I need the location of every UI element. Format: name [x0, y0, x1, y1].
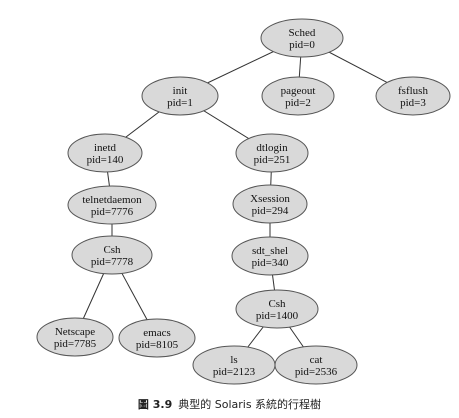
node-name-sdtshel: sdt_shel	[252, 245, 288, 257]
node-pid-telnetdaemon: pid=7776	[91, 206, 134, 218]
node-ellipse-sched	[260, 18, 344, 58]
node-name-cat: cat	[310, 354, 323, 366]
figure-caption-text: 典型的 Solaris 系統的行程樹	[178, 398, 322, 411]
node-name-ls: ls	[230, 354, 237, 366]
node-name-csh1: Csh	[103, 244, 121, 256]
node-pid-pageout: pid=2	[285, 97, 311, 109]
node-name-xsession: Xsession	[250, 193, 290, 205]
node-pid-init: pid=1	[167, 97, 193, 109]
node-pid-inetd: pid=140	[87, 154, 124, 166]
node-pid-csh1: pid=7778	[91, 256, 134, 268]
node-pid-netscape: pid=7785	[54, 338, 97, 350]
node-name-fsflush: fsflush	[398, 85, 428, 97]
node-ellipse-inetd	[67, 133, 143, 173]
node-name-dtlogin: dtlogin	[256, 142, 288, 154]
node-ellipse-telnetdaemon	[67, 185, 157, 225]
node-ellipse-pageout	[261, 76, 335, 116]
node-name-netscape: Netscape	[55, 326, 95, 338]
tree-nodes: Schedpid=0initpid=1pageoutpid=2fsflushpi…	[36, 18, 451, 385]
node-ellipse-sdtshel	[231, 236, 309, 276]
node-pid-csh2: pid=1400	[256, 310, 299, 322]
node-pid-cat: pid=2536	[295, 366, 338, 378]
node-pid-dtlogin: pid=251	[254, 154, 291, 166]
node-name-telnetdaemon: telnetdaemon	[82, 194, 142, 206]
node-name-pageout: pageout	[281, 85, 316, 97]
node-ellipse-xsession	[232, 184, 308, 224]
node-pid-xsession: pid=294	[252, 205, 289, 217]
node-name-csh2: Csh	[268, 298, 286, 310]
node-pid-ls: pid=2123	[213, 366, 256, 378]
node-pid-sched: pid=0	[289, 39, 315, 51]
figure-caption: 圖 3.9 典型的 Solaris 系統的行程樹	[0, 396, 459, 412]
figure-number: 圖 3.9	[137, 398, 173, 411]
node-ellipse-emacs	[118, 318, 196, 358]
node-pid-emacs: pid=8105	[136, 339, 179, 351]
node-name-init: init	[173, 85, 188, 97]
node-name-inetd: inetd	[94, 142, 116, 154]
node-pid-fsflush: pid=3	[400, 97, 426, 109]
process-tree-diagram: Schedpid=0initpid=1pageoutpid=2fsflushpi…	[36, 18, 451, 385]
node-name-sched: Sched	[289, 27, 316, 39]
node-name-emacs: emacs	[143, 327, 170, 339]
node-ellipse-csh1	[71, 235, 153, 275]
node-ellipse-fsflush	[375, 76, 451, 116]
node-pid-sdtshel: pid=340	[252, 257, 289, 269]
node-ellipse-dtlogin	[235, 133, 309, 173]
node-ellipse-init	[141, 76, 219, 116]
node-ellipse-csh2	[235, 289, 319, 329]
node-ellipse-netscape	[36, 317, 114, 357]
node-ellipse-cat	[274, 345, 358, 385]
